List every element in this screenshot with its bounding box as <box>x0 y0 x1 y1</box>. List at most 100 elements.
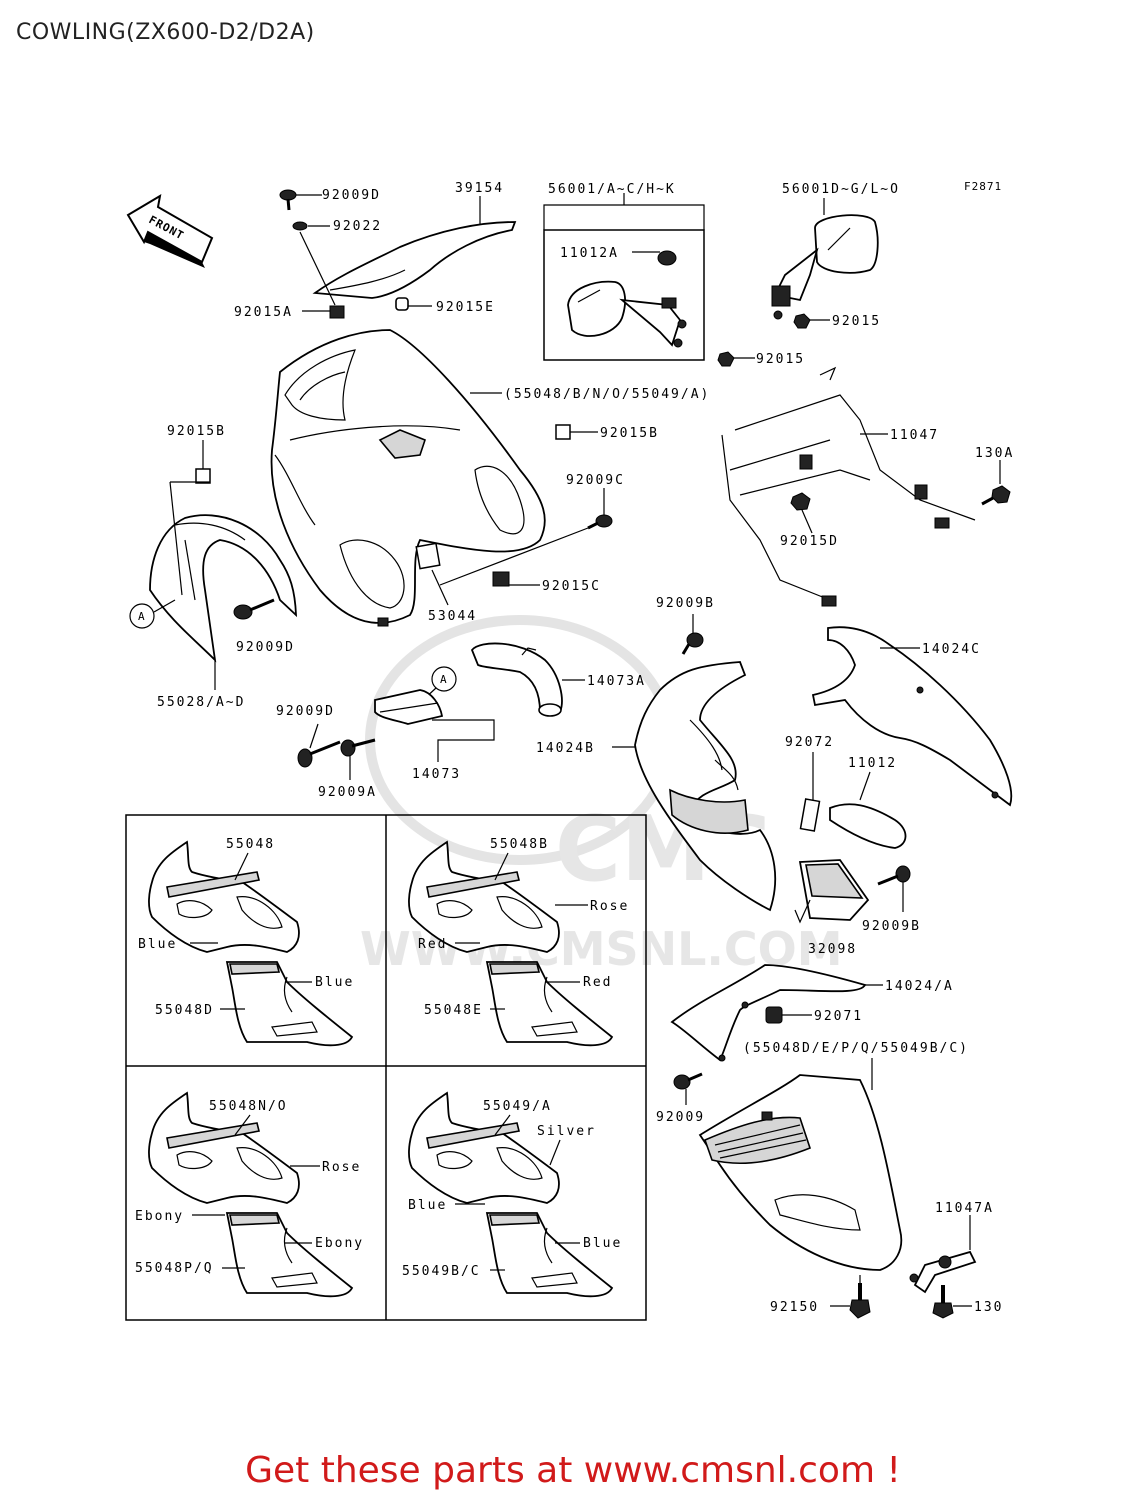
nut-92015D-icon <box>790 492 811 511</box>
label-14073: 14073 <box>412 767 461 782</box>
windscreen-39154 <box>312 221 517 299</box>
variant-3-side-color: Rose <box>322 1160 361 1175</box>
label-92009D-mid: 92009D <box>236 640 295 655</box>
label-130A: 130A <box>975 446 1014 461</box>
label-14024C: 14024C <box>922 642 981 657</box>
nut-92015-b-icon <box>717 351 735 367</box>
screw-92009-icon <box>673 1072 703 1090</box>
duct-14073A <box>470 642 563 717</box>
callout-a-left <box>129 603 155 629</box>
label-92015C: 92015C <box>542 579 601 594</box>
screw-92009B-top-icon <box>681 632 704 655</box>
callout-a-left-label: A <box>138 610 146 623</box>
variant-4-lower-label: 55049B/C <box>402 1264 481 1279</box>
label-32098: 32098 <box>808 942 857 957</box>
label-130: 130 <box>974 1300 1003 1315</box>
label-92009A: 92009A <box>318 785 377 800</box>
variant-3-upper-label: 55048N/O <box>209 1099 288 1114</box>
label-11012: 11012 <box>848 756 897 771</box>
washer-92022-icon <box>292 221 308 231</box>
variant-4-upper-color: Blue <box>408 1198 447 1213</box>
label-55048-main: (55048/B/N/O/55049/A) <box>504 387 710 402</box>
grommet-92015E-icon <box>395 297 409 311</box>
front-arrow-icon: FRONT <box>126 194 214 268</box>
cap-11012-icon <box>829 803 907 849</box>
label-92015B-right: 92015B <box>600 426 659 441</box>
bolt-130A-icon <box>981 485 1011 506</box>
grommet-92071-icon <box>765 1006 783 1024</box>
variant-1-lower-color: Blue <box>315 975 354 990</box>
bolt-92150-icon <box>849 1283 871 1319</box>
label-92150: 92150 <box>770 1300 819 1315</box>
screw-92009B-low-icon <box>877 865 911 886</box>
label-11047A: 11047A <box>935 1201 994 1216</box>
clip-92072-icon <box>799 798 821 832</box>
label-92015-a: 92015 <box>832 314 881 329</box>
screw-92009D-mid-icon <box>233 598 275 620</box>
nut-92015-a-icon <box>793 313 811 329</box>
clip-92015B-left-icon <box>195 468 211 484</box>
label-55028: 55028/A~D <box>157 695 245 710</box>
variants-panel <box>125 814 647 1321</box>
label-92009B-top: 92009B <box>656 596 715 611</box>
bracket-11047A-icon <box>909 1250 977 1294</box>
nut-92015A-icon <box>329 305 345 319</box>
cap-11012A-icon <box>657 250 677 266</box>
callout-a-right <box>431 666 457 692</box>
label-11012A: 11012A <box>560 246 619 261</box>
emblem-53044-icon <box>415 542 441 570</box>
bolt-130-icon <box>932 1285 954 1319</box>
variant-4-side-color: Silver <box>537 1124 596 1139</box>
mirror-right-icon <box>771 214 879 320</box>
parts-diagram: CMS WWW.CMSNL.COM FRONT F2871 92009D 920… <box>125 180 1014 1321</box>
box-32098-icon <box>798 859 870 921</box>
variant-3-lower-label: 55048P/Q <box>135 1261 214 1276</box>
label-92015B-left: 92015B <box>167 424 226 439</box>
variant-2-upper-color: Red <box>418 937 447 952</box>
label-56001-left: 56001/A~C/H~K <box>548 182 676 197</box>
label-11047: 11047 <box>890 428 939 443</box>
variant-3-lower-color: Ebony <box>315 1236 364 1251</box>
lower-cowling-55048D <box>698 1074 903 1271</box>
variant-1-upper-label: 55048 <box>226 837 275 852</box>
label-92015D: 92015D <box>780 534 839 549</box>
label-92009D-low: 92009D <box>276 704 335 719</box>
variant-3-upper-color: Ebony <box>135 1209 184 1224</box>
side-cover-14024C <box>811 626 1013 807</box>
variant-2-lower-label: 55048E <box>424 1003 483 1018</box>
label-92022: 92022 <box>333 219 382 234</box>
screw-92009C-icon <box>587 514 613 530</box>
inner-cover-14024B <box>634 661 777 912</box>
page-title: COWLING(ZX600-D2/D2A) <box>16 20 315 45</box>
callout-a-right-label: A <box>440 673 448 686</box>
label-92009D-top: 92009D <box>322 188 381 203</box>
label-39154: 39154 <box>455 181 504 196</box>
label-92072: 92072 <box>785 735 834 750</box>
label-92015-b: 92015 <box>756 352 805 367</box>
inner-panel-55028 <box>149 514 297 663</box>
screw-92009D-icon <box>279 189 297 211</box>
variant-4-upper-label: 55049/A <box>483 1099 552 1114</box>
label-53044: 53044 <box>428 609 477 624</box>
stay-11047 <box>721 366 976 607</box>
label-92009: 92009 <box>656 1110 705 1125</box>
clip-92015B-right-icon <box>555 424 571 440</box>
figure-code: F2871 <box>964 180 1002 193</box>
clip-92015C-icon <box>492 571 510 587</box>
duct-14073 <box>374 689 444 725</box>
label-92009C: 92009C <box>566 473 625 488</box>
label-92015A: 92015A <box>234 305 293 320</box>
label-92071: 92071 <box>814 1009 863 1024</box>
cta-link[interactable]: Get these parts at www.cmsnl.com ! <box>245 1450 901 1491</box>
variant-1-lower-label: 55048D <box>155 1003 214 1018</box>
screw-92009A-icon <box>340 738 376 757</box>
variant-2-upper-label: 55048B <box>490 837 549 852</box>
variant-4-lower-color: Blue <box>583 1236 622 1251</box>
screw-92009D-low-icon <box>297 740 341 768</box>
label-14024A: 14024/A <box>885 979 954 994</box>
upper-cowling-55048 <box>270 329 546 627</box>
variant-1-upper-color: Blue <box>138 937 177 952</box>
label-55048-lower: (55048D/E/P/Q/55049B/C) <box>743 1041 969 1056</box>
lower-panel-14024A <box>670 964 867 1062</box>
mirror-kit-box <box>543 229 705 361</box>
